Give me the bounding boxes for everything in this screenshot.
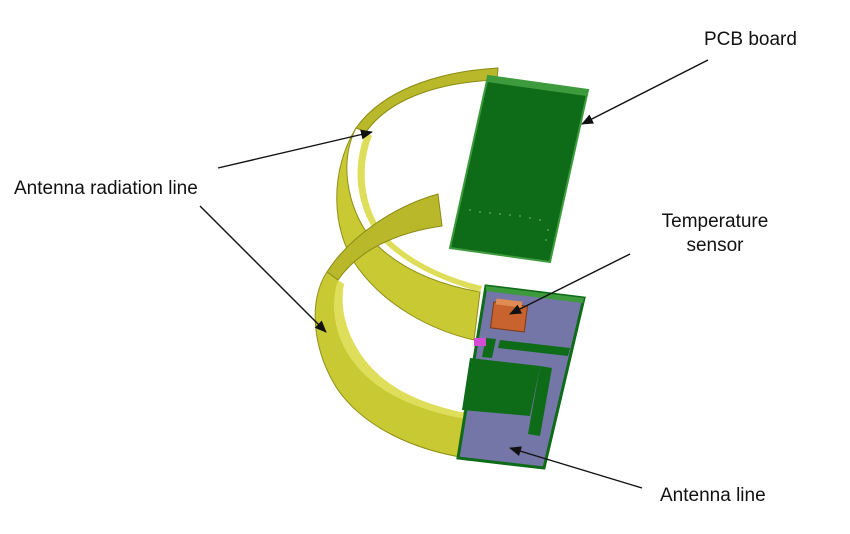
lower-pcb-trace-vertical <box>528 366 552 436</box>
arrow-antenna-line <box>509 446 643 489</box>
lower-pcb-top-edge <box>486 286 584 303</box>
arrow-pcb-board <box>581 59 709 125</box>
arrow-radiation-upper <box>217 129 373 169</box>
arrow-radiation-lower <box>199 205 327 333</box>
label-temperature-sensor: Temperature sensor <box>650 210 780 258</box>
label-antenna-line: Antenna line <box>660 485 766 506</box>
upper-ribbon-back <box>355 67 499 133</box>
upper-pcb-board <box>448 74 590 264</box>
upper-pcb-dots <box>469 209 549 241</box>
lower-pcb-ground-plane <box>462 358 540 416</box>
magenta-pad <box>474 338 486 346</box>
temperature-sensor-chip <box>489 301 529 333</box>
arrow-temperature-sensor <box>509 253 631 315</box>
lower-pcb-trace-horizontal <box>498 340 570 356</box>
label-pcb-board: PCB board <box>704 29 797 50</box>
label-antenna-radiation-line: Antenna radiation line <box>14 178 198 199</box>
label-temperature-sensor-line1: Temperature <box>661 211 769 232</box>
upper-pcb-edge <box>487 76 588 96</box>
label-temperature-sensor-line2: sensor <box>686 235 744 256</box>
lower-ribbon-highlight <box>334 280 470 420</box>
